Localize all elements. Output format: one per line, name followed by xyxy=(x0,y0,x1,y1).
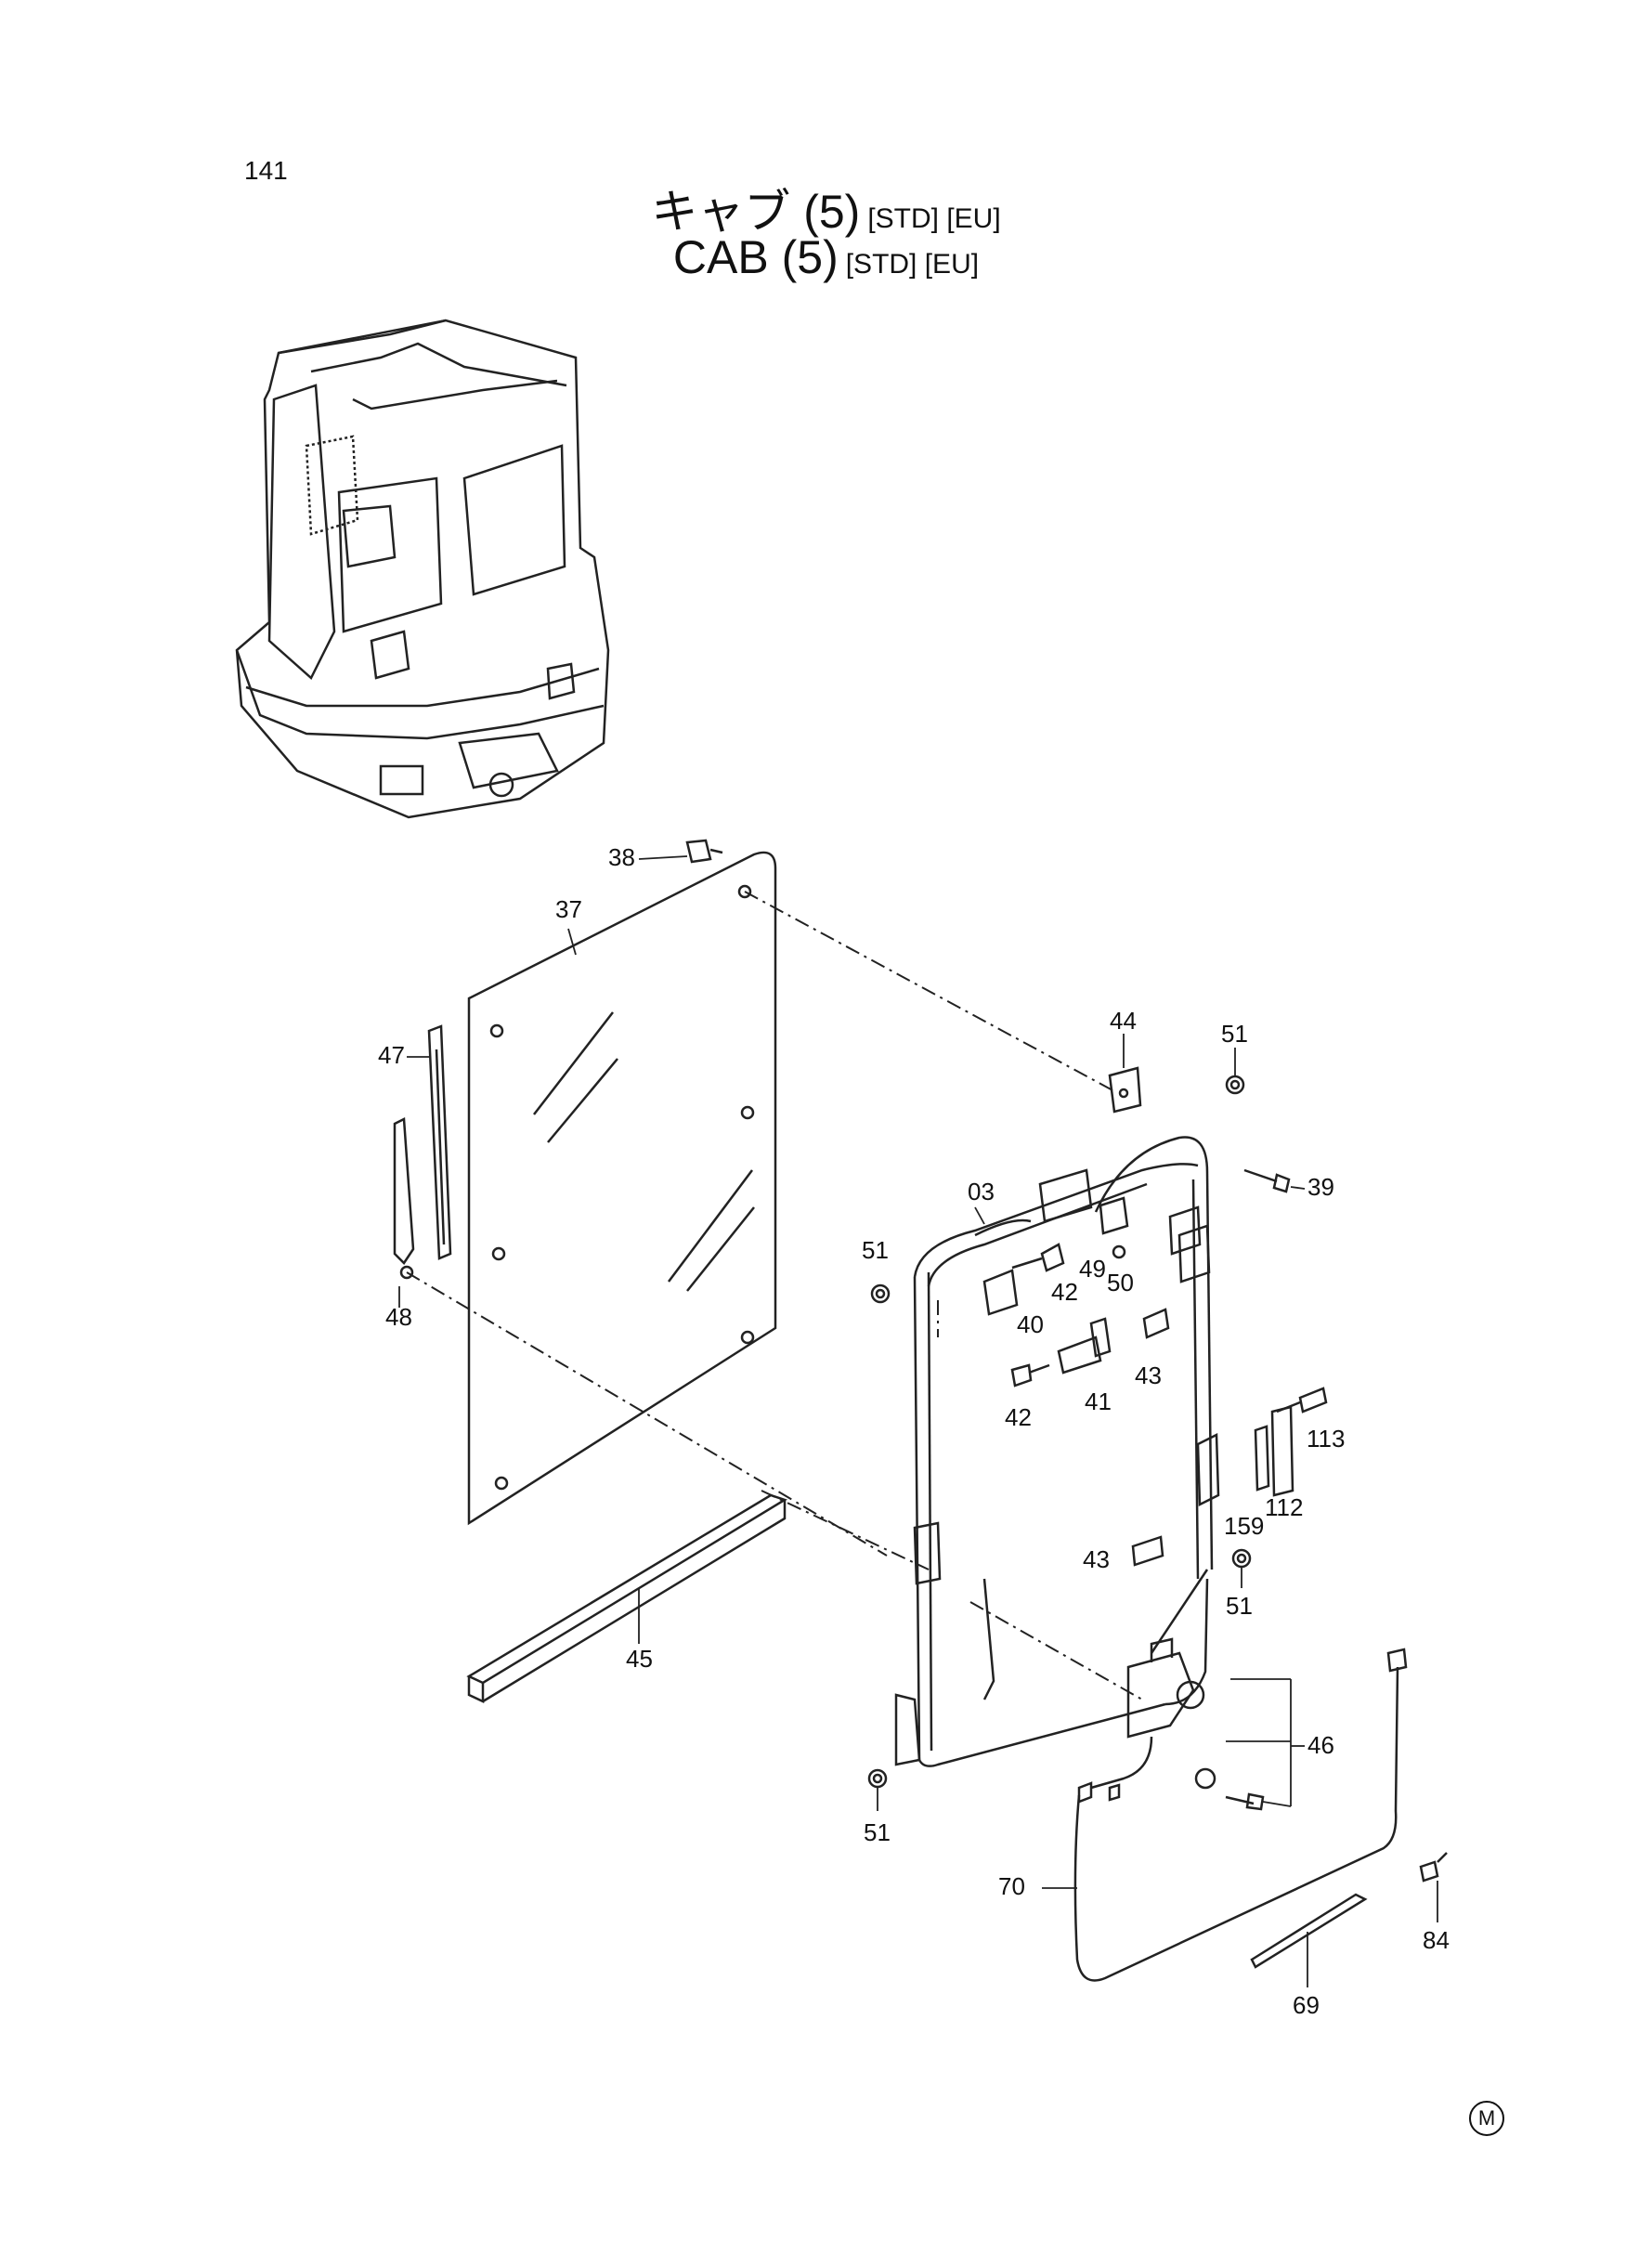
callout-48: 48 xyxy=(385,1303,412,1331)
callout-39: 39 xyxy=(1307,1173,1334,1201)
callout-50: 50 xyxy=(1107,1269,1134,1296)
callout-03: 03 xyxy=(968,1178,995,1205)
callout-69: 69 xyxy=(1293,1991,1320,2019)
alignment-lines xyxy=(406,891,1143,1700)
callout-159: 159 xyxy=(1224,1512,1264,1540)
callout-38: 38 xyxy=(608,843,635,871)
callout-40: 40 xyxy=(1017,1310,1044,1338)
callout-46: 46 xyxy=(1307,1731,1334,1759)
door-frame xyxy=(894,1136,1220,1767)
title-japanese-text: キャブ (5) xyxy=(651,186,861,238)
callout-70: 70 xyxy=(998,1872,1025,1900)
callout-51-left: 51 xyxy=(862,1236,889,1264)
title-english: CAB (5)[STD] [EU] xyxy=(0,230,1652,284)
title-english-text: CAB (5) xyxy=(672,231,839,283)
title-tags-jp: [STD] [EU] xyxy=(867,203,1001,234)
circled-m-mark: M xyxy=(1469,2101,1504,2136)
callout-51-right: 51 xyxy=(1226,1592,1253,1620)
callout-44: 44 xyxy=(1110,1007,1137,1035)
callout-84: 84 xyxy=(1423,1926,1450,1954)
callout-43-lower: 43 xyxy=(1083,1545,1110,1573)
leader-lines xyxy=(398,855,1438,1987)
callout-41: 41 xyxy=(1085,1388,1112,1415)
callout-51-bottom: 51 xyxy=(864,1818,891,1846)
callout-42-upper: 42 xyxy=(1051,1278,1078,1306)
callout-43-upper: 43 xyxy=(1135,1362,1162,1389)
callout-45: 45 xyxy=(626,1645,653,1673)
callout-51-top: 51 xyxy=(1221,1020,1248,1048)
title-tags-en: [STD] [EU] xyxy=(845,249,980,280)
cab-overview-illustration xyxy=(235,319,610,819)
callout-47: 47 xyxy=(378,1041,405,1069)
callout-37: 37 xyxy=(555,895,582,923)
wiper-blade xyxy=(427,1024,452,1260)
callout-42-lower: 42 xyxy=(1005,1403,1032,1431)
callout-112: 112 xyxy=(1265,1493,1303,1521)
glass-panel xyxy=(467,851,777,1526)
callout-49: 49 xyxy=(1079,1255,1106,1283)
wiper-arm xyxy=(393,1117,415,1280)
rubber-strip xyxy=(466,1493,787,1703)
page-number: 141 xyxy=(244,156,288,185)
callout-labels: 38 37 47 48 44 51 39 03 51 42 49 50 40 4… xyxy=(378,843,1450,2019)
callout-113: 113 xyxy=(1307,1425,1345,1453)
title-japanese: キャブ (5)[STD] [EU] xyxy=(0,175,1652,241)
hardware-parts xyxy=(685,839,1448,1982)
